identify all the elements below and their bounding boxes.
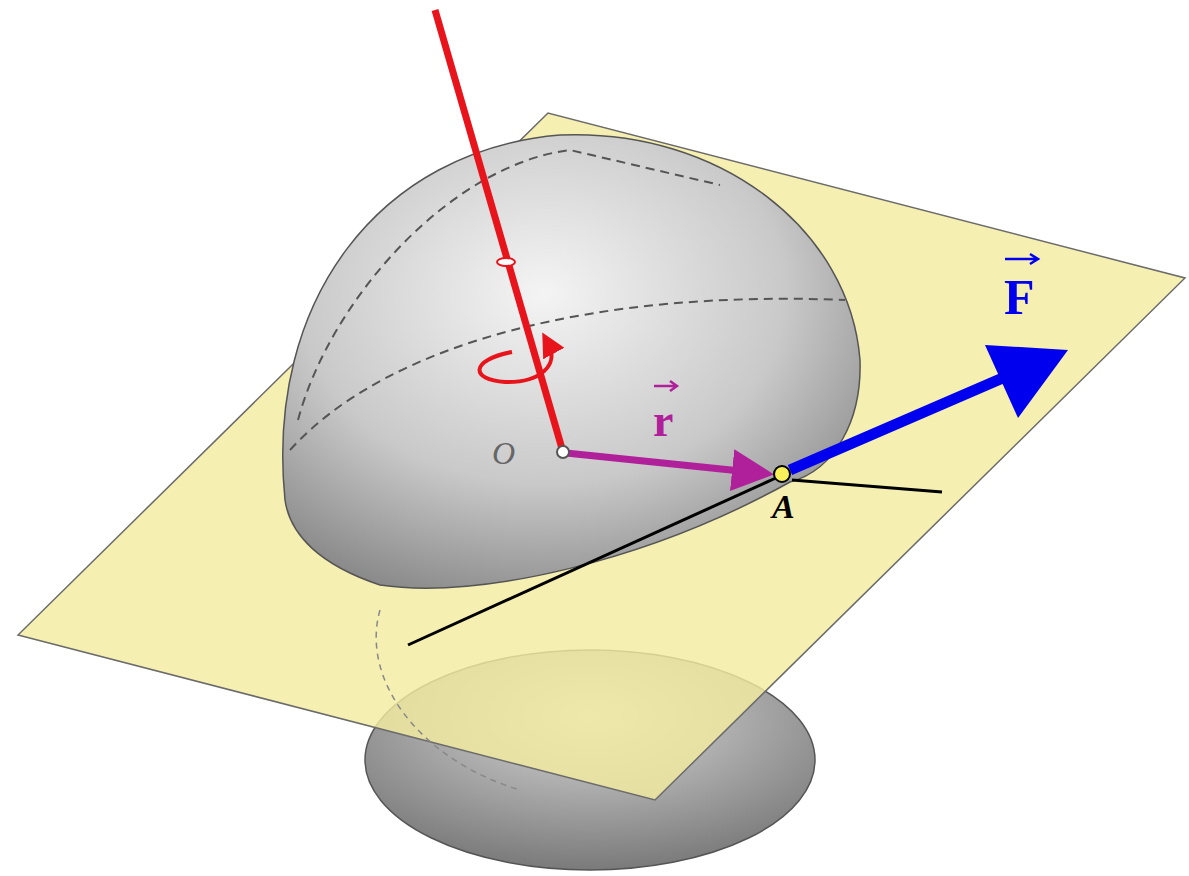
point-a	[774, 466, 790, 482]
dashed-section	[290, 299, 845, 450]
body-upper	[283, 135, 860, 588]
point-o	[557, 446, 569, 458]
position-vector	[566, 453, 760, 473]
force-vector	[790, 377, 1005, 470]
vector-sign	[654, 381, 677, 391]
vector-sign	[1005, 254, 1038, 264]
axis-ring	[497, 258, 515, 266]
plane-line	[792, 480, 942, 492]
force-arrowhead	[985, 345, 1068, 418]
point-label: A	[772, 490, 795, 524]
plane	[18, 113, 1185, 800]
plane-line	[408, 477, 778, 645]
rotation-arrow	[480, 343, 552, 382]
rotation-axis	[435, 10, 563, 452]
dashed-section	[298, 150, 720, 420]
point-label: O	[492, 437, 515, 469]
vector-symbol: r	[653, 398, 673, 444]
vector-symbol: F	[1004, 272, 1035, 322]
hidden-edge	[376, 610, 520, 790]
